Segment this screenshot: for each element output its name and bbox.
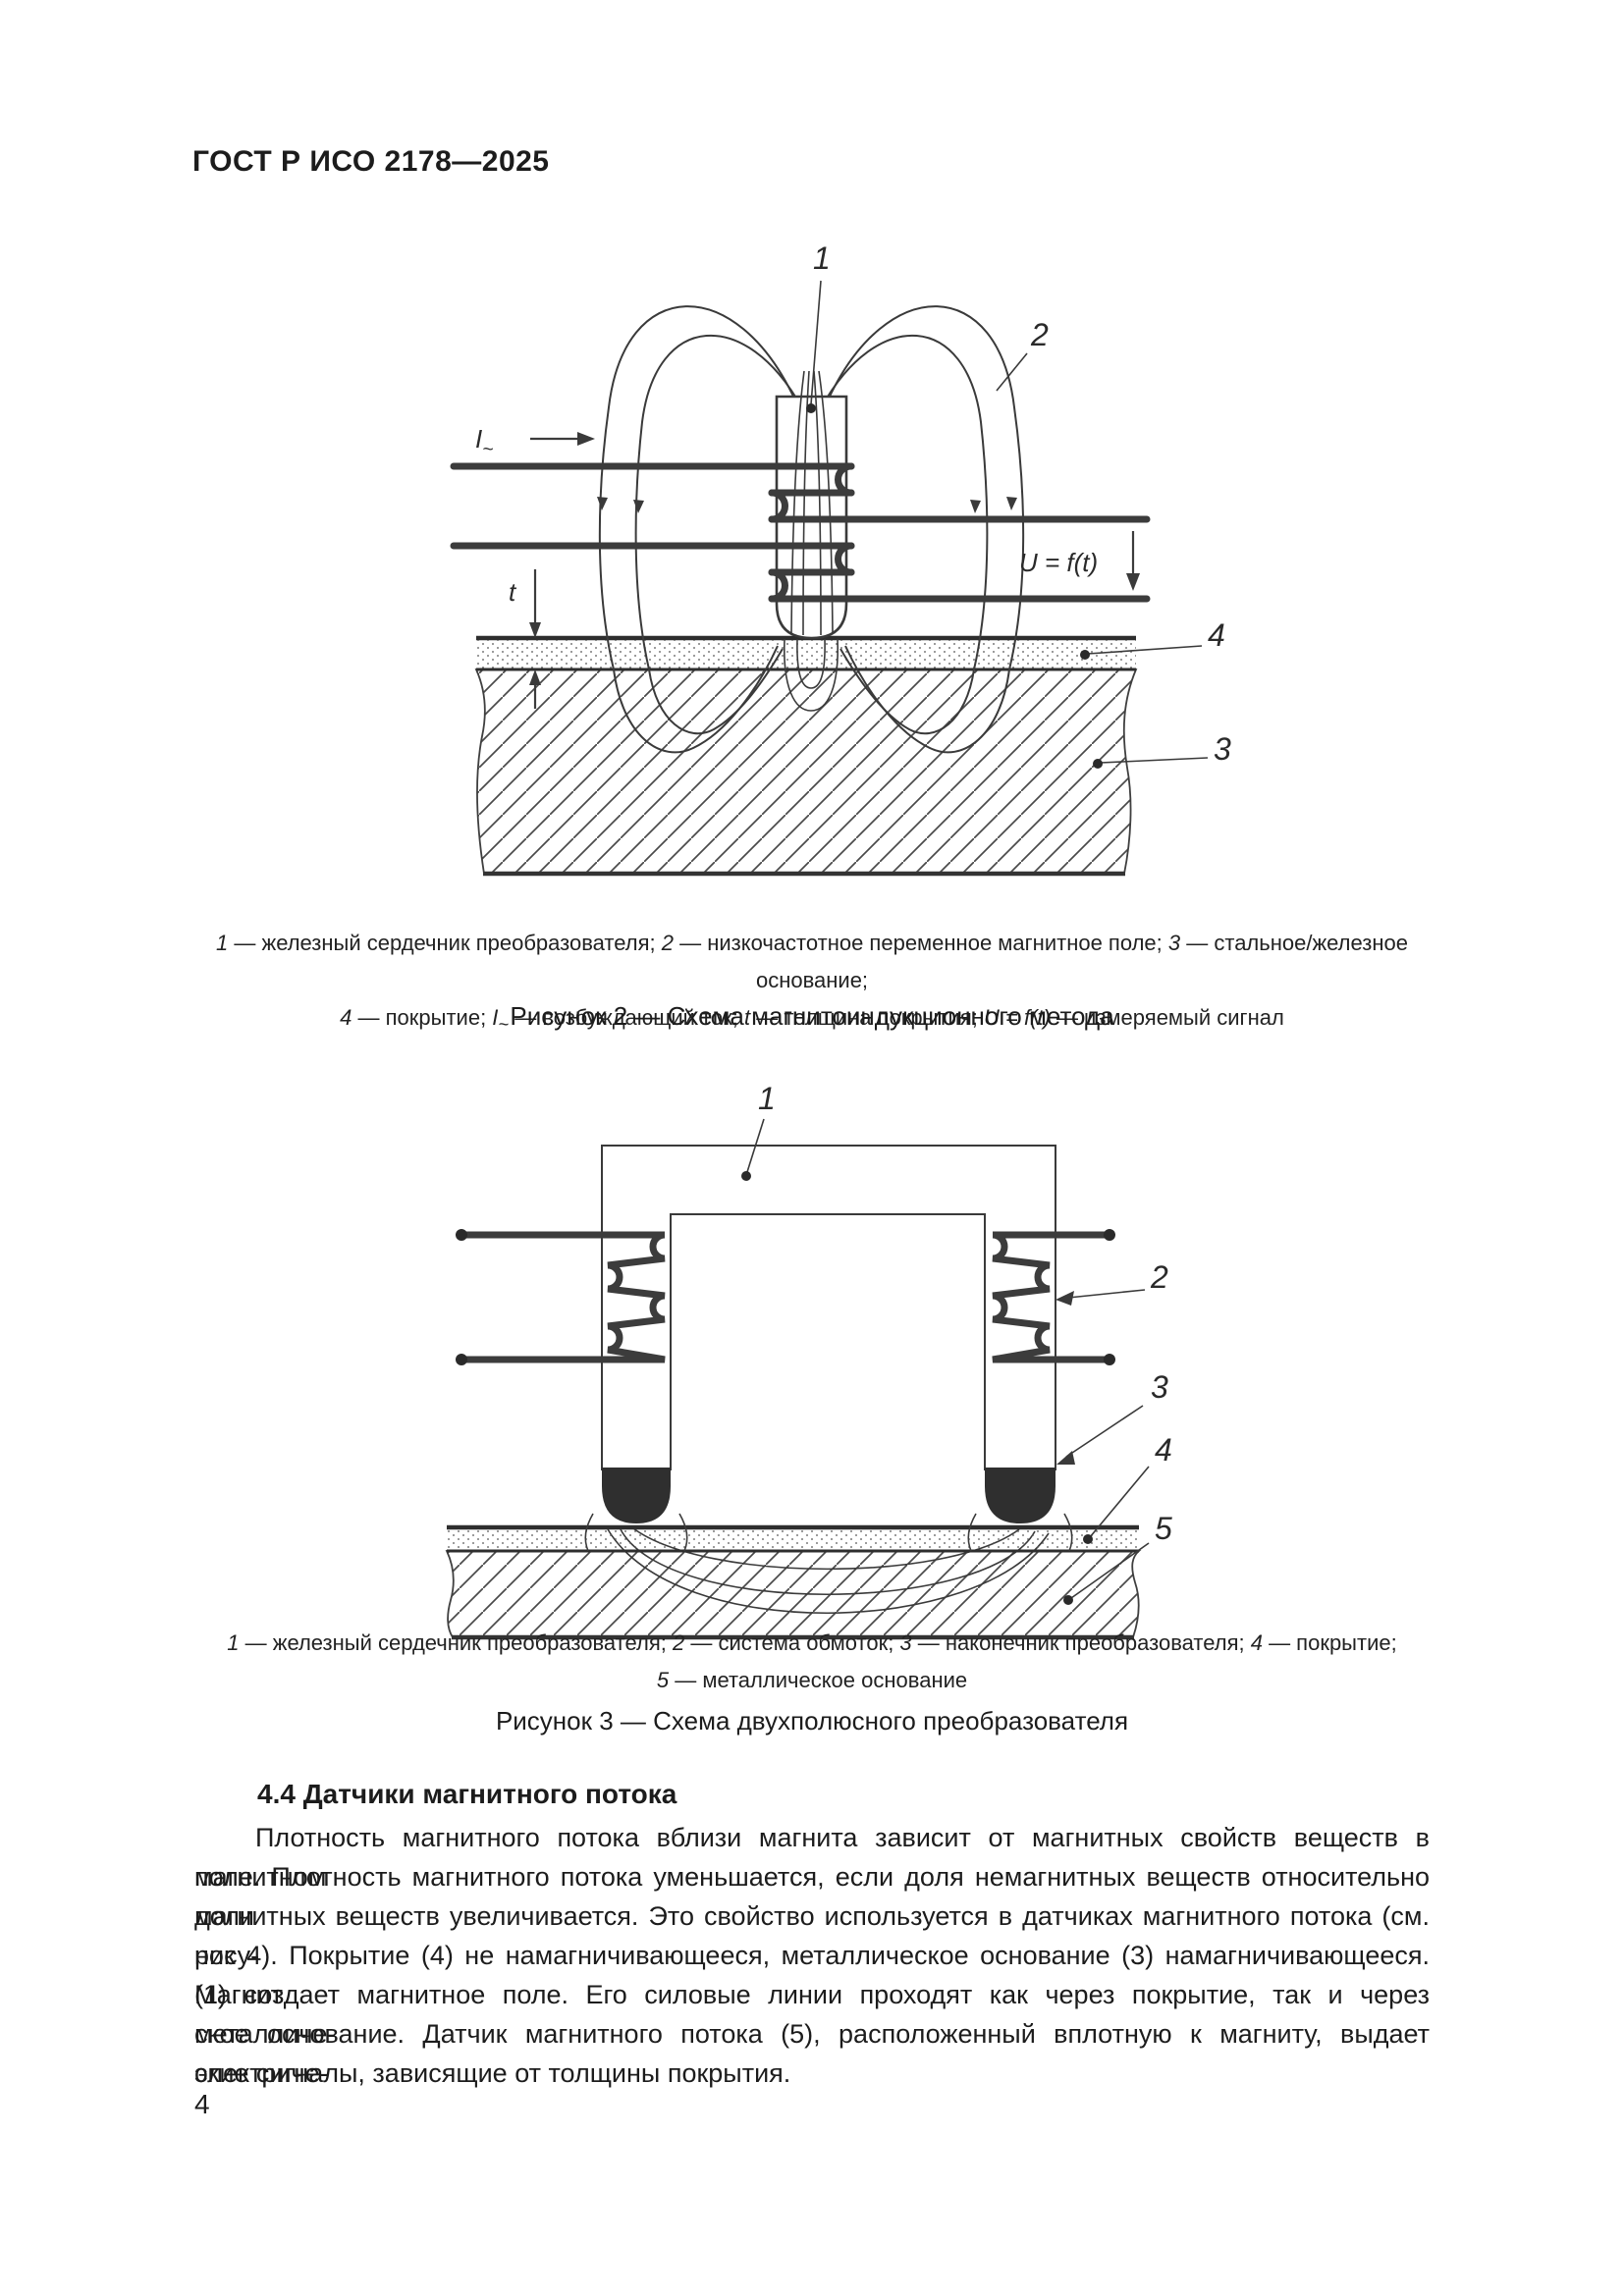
paragraph-line: ские сигналы, зависящие от толщины покры… <box>194 2058 791 2088</box>
section-paragraph: Плотность магнитного потока вблизи магни… <box>194 1818 1430 2093</box>
svg-text:5: 5 <box>1155 1511 1172 1546</box>
fig2-thickness-label: t <box>509 577 517 607</box>
fig2-coating <box>476 635 1136 671</box>
document-header: ГОСТ Р ИСО 2178—2025 <box>192 145 550 178</box>
svg-text:4: 4 <box>1155 1432 1172 1468</box>
paragraph-line: нок 4). Покрытие (4) не намагничивающеес… <box>194 1941 1430 2009</box>
fig3-callout-base: 5 <box>1063 1511 1172 1605</box>
fig2-callout-coating: 4 <box>1080 617 1225 660</box>
fig2-callout-field: 2 <box>996 317 1049 392</box>
fig2-field-arrow <box>633 500 644 513</box>
paragraph-line: поле. Плотность магнитного потока уменьш… <box>194 1862 1430 1931</box>
svg-text:1: 1 <box>758 1081 776 1116</box>
figure2-legend-line2: 4 — покрытие; I~ — возбуждающий ток; t —… <box>340 1005 1284 1035</box>
fig3-tip-right <box>985 1468 1056 1523</box>
fig3-core <box>601 1145 1056 1470</box>
paragraph-line: (1) создает магнитное поле. Его силовые … <box>194 1980 1430 2049</box>
fig3-coating <box>447 1524 1139 1553</box>
fig2-base <box>474 668 1138 877</box>
fig2-coil <box>450 462 1151 603</box>
fig2-signal-annotation: U = f(t) <box>1019 531 1140 591</box>
fig2-field-arrow <box>970 500 981 513</box>
fig3-tip-flux <box>584 1513 1073 1552</box>
fig2-signal-arrow-icon <box>1126 573 1140 591</box>
fig3-winding-left <box>456 1229 666 1365</box>
paragraph-line: ское основание. Датчик магнитного потока… <box>194 2019 1430 2088</box>
figure2-legend-line1: 1 — железный сердечник преобразователя; … <box>216 931 1408 992</box>
section-heading: 4.4 Датчики магнитного потока <box>257 1779 677 1809</box>
figure3-legend-line2: 5 — металлическое основание <box>656 1668 968 1692</box>
fig3-callout-core: 1 <box>741 1081 776 1181</box>
fig2-field-arrow <box>597 497 608 510</box>
svg-text:3: 3 <box>1151 1369 1168 1405</box>
fig3-tip-left <box>602 1468 671 1523</box>
svg-text:2: 2 <box>1150 1259 1168 1295</box>
fig2-current-arrow-icon <box>577 432 595 446</box>
paragraph-line: магнитных веществ увеличивается. Это сво… <box>194 1901 1430 1970</box>
paragraph-line: Плотность магнитного потока вблизи магни… <box>194 1823 1430 1892</box>
fig2-callout-core: 1 <box>806 240 831 413</box>
figure2-legend: 1 — железный сердечник преобразователя; … <box>194 925 1430 1042</box>
fig2-thickness-dimension: t <box>509 569 541 709</box>
figure2-diagram: I~ U = f(t) t 1 2 4 <box>450 240 1231 877</box>
fig2-current-annotation: I~ <box>475 424 595 460</box>
figure3-caption: Рисунок 3 — Схема двухполюсного преобраз… <box>495 1706 1129 1735</box>
fig2-callout-base: 3 <box>1093 731 1231 769</box>
fig3-callout-winding: 2 <box>1056 1259 1168 1306</box>
figure2-caption: Рисунок 2 — Схема магнитоиндукционного м… <box>510 1001 1114 1031</box>
svg-text:2: 2 <box>1030 317 1049 352</box>
figure3-legend-line1: 1 — железный сердечник преобразователя; … <box>227 1630 1397 1655</box>
svg-text:4: 4 <box>1208 617 1225 653</box>
svg-text:3: 3 <box>1214 731 1231 767</box>
fig3-winding-right <box>992 1229 1115 1365</box>
fig2-field-arrow <box>1006 497 1017 510</box>
page-number: 4 <box>194 2089 210 2119</box>
svg-text:1: 1 <box>813 240 831 276</box>
figure3-legend: 1 — железный сердечник преобразователя; … <box>194 1625 1430 1699</box>
figure3-diagram: 1 2 3 4 5 <box>445 1081 1172 1640</box>
fig2-current-label: I~ <box>475 424 493 460</box>
fig2-signal-label: U = f(t) <box>1019 548 1098 577</box>
fig3-callout-coating: 4 <box>1083 1432 1172 1544</box>
fig3-callout-tip: 3 <box>1056 1369 1168 1465</box>
